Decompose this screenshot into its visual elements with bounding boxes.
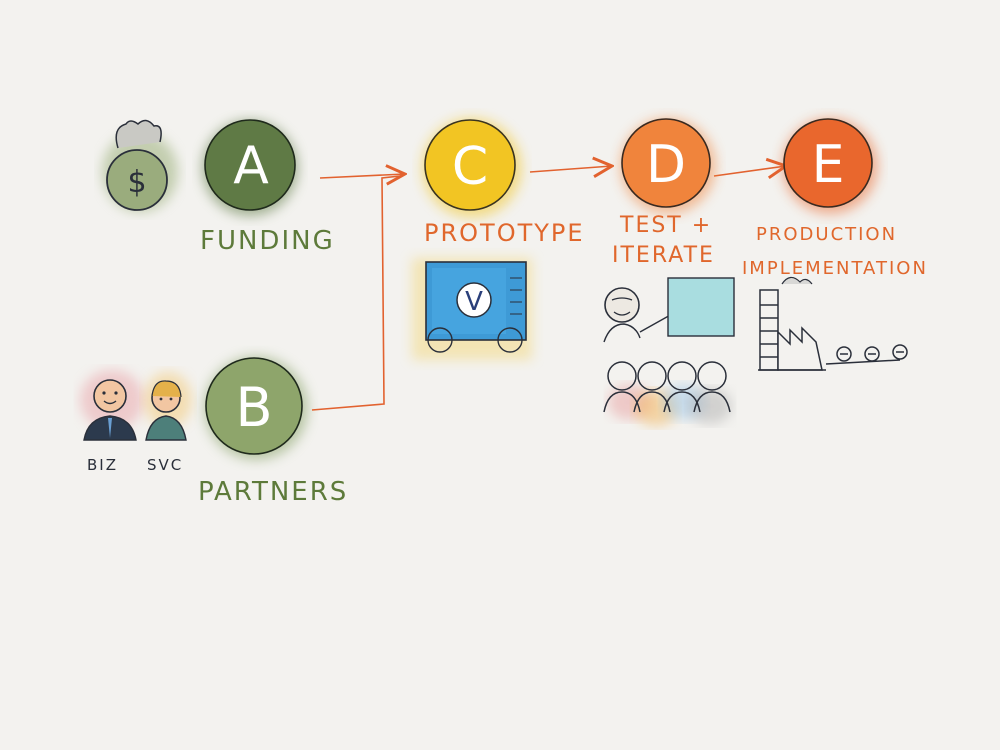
product-coin-1 — [836, 346, 852, 362]
node-e-letter: E — [812, 135, 845, 195]
connector-arrows — [311, 166, 786, 411]
business-person-icon — [93, 379, 127, 413]
arrow-b-to-c — [311, 175, 401, 411]
node-a-letter: A — [233, 136, 269, 196]
node-b-partners: B — [204, 356, 308, 460]
node-a-funding: A — [202, 119, 298, 216]
node-a-label: FUNDING — [200, 226, 335, 256]
product-coin-3 — [892, 344, 908, 360]
node-b-label: PARTNERS — [198, 477, 348, 507]
arrow-c-to-d — [529, 166, 612, 172]
partner-people-icon — [80, 370, 192, 441]
node-c-letter: C — [452, 137, 488, 197]
node-d-test-iterate: D — [620, 118, 716, 214]
svc-label: SVC — [147, 456, 183, 474]
node-e-production: E — [782, 118, 878, 214]
factory-icon — [758, 276, 908, 371]
presenter-icon — [603, 277, 735, 343]
product-coin-2 — [864, 346, 880, 362]
arrow-d-to-e — [713, 166, 786, 176]
node-c-label: PROTOTYPE — [424, 219, 585, 247]
money-bag-icon: $ — [102, 119, 178, 212]
prototype-screen-icon: V — [412, 258, 532, 360]
biz-label: BIZ — [87, 456, 118, 474]
node-b-letter: B — [235, 376, 272, 439]
node-c-prototype: C — [422, 118, 522, 218]
whiteboard — [667, 277, 735, 337]
arrow-a-to-c — [319, 174, 405, 178]
audience-icon — [603, 361, 732, 426]
node-e-label-line1: PRODUCTION — [756, 224, 897, 245]
screen-logo: V — [465, 287, 483, 317]
node-d-label-line2: ITERATE — [612, 243, 715, 268]
node-d-letter: D — [646, 135, 686, 195]
node-d-label-line1: TEST + — [619, 213, 712, 238]
node-e-label-line2: IMPLEMENTATION — [742, 258, 928, 279]
dollar-sign: $ — [127, 165, 146, 200]
